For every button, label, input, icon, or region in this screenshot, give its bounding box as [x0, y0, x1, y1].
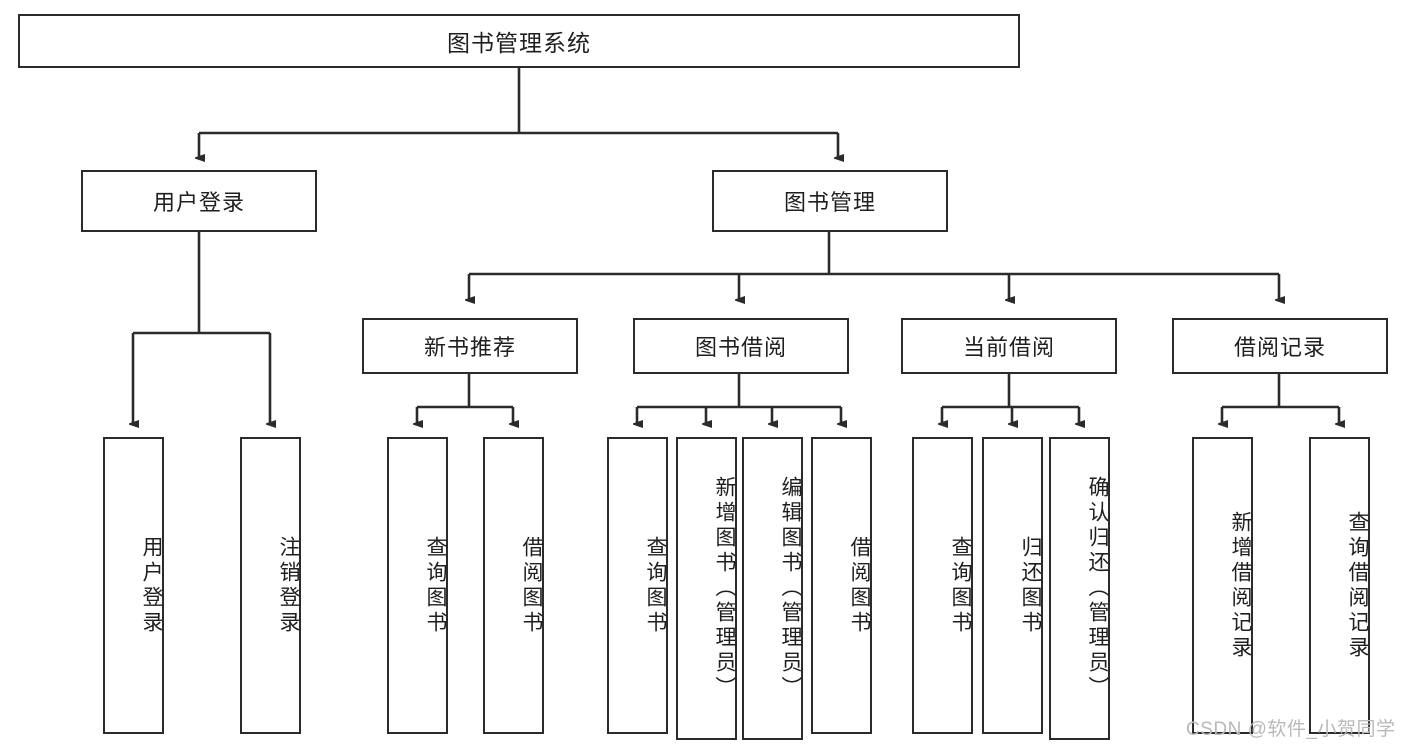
node-label: 编辑图书（管理员） [779, 476, 802, 701]
node-label: 新增借阅记录 [1229, 510, 1252, 661]
leaf-query-book-recommend[interactable]: 查询图书 [387, 437, 448, 734]
node-book-borrow[interactable]: 图书借阅 [633, 318, 849, 374]
node-label: 借阅图书 [848, 535, 871, 636]
node-label: 借阅图书 [520, 535, 543, 636]
node-label: 确认归还（管理员） [1086, 476, 1109, 701]
leaf-borrow-book[interactable]: 借阅图书 [811, 437, 872, 734]
node-label: 归还图书 [1019, 535, 1042, 636]
node-label: 图书借阅 [694, 335, 787, 360]
leaf-user-login[interactable]: 用户登录 [103, 437, 164, 734]
node-label: 注销登录 [277, 535, 300, 636]
node-label: 查询图书 [644, 535, 667, 636]
leaf-query-borrow-record[interactable]: 查询借阅记录 [1309, 437, 1370, 734]
node-label: 新增图书（管理员） [713, 476, 736, 701]
node-new-book-recommend[interactable]: 新书推荐 [362, 318, 578, 374]
leaf-add-borrow-record[interactable]: 新增借阅记录 [1192, 437, 1253, 734]
node-label: 用户登录 [152, 190, 245, 215]
leaf-add-book-admin[interactable]: 新增图书（管理员） [676, 437, 737, 740]
node-label: 查询图书 [424, 535, 447, 636]
leaf-query-book-borrow[interactable]: 查询图书 [607, 437, 668, 734]
leaf-edit-book-admin[interactable]: 编辑图书（管理员） [742, 437, 803, 740]
node-book-management[interactable]: 图书管理 [712, 170, 948, 232]
node-label: 当前借阅 [962, 335, 1055, 360]
watermark: CSDN @软件_小贺同学 [1186, 719, 1396, 740]
leaf-query-book-current[interactable]: 查询图书 [912, 437, 973, 734]
leaf-logout[interactable]: 注销登录 [240, 437, 301, 734]
node-label: 用户登录 [140, 535, 163, 636]
leaf-return-book[interactable]: 归还图书 [982, 437, 1043, 734]
node-borrow-record[interactable]: 借阅记录 [1172, 318, 1388, 374]
leaf-borrow-book-recommend[interactable]: 借阅图书 [483, 437, 544, 734]
node-current-borrow[interactable]: 当前借阅 [901, 318, 1117, 374]
leaf-confirm-return-admin[interactable]: 确认归还（管理员） [1049, 437, 1110, 740]
node-label: 查询图书 [949, 535, 972, 636]
node-label: 新书推荐 [423, 335, 516, 360]
node-label: 图书管理系统 [447, 30, 591, 56]
node-user-login[interactable]: 用户登录 [81, 170, 317, 232]
node-label: 查询借阅记录 [1346, 510, 1369, 661]
node-label: 图书管理 [783, 190, 876, 215]
node-root-system[interactable]: 图书管理系统 [18, 14, 1020, 68]
node-label: 借阅记录 [1233, 335, 1326, 360]
